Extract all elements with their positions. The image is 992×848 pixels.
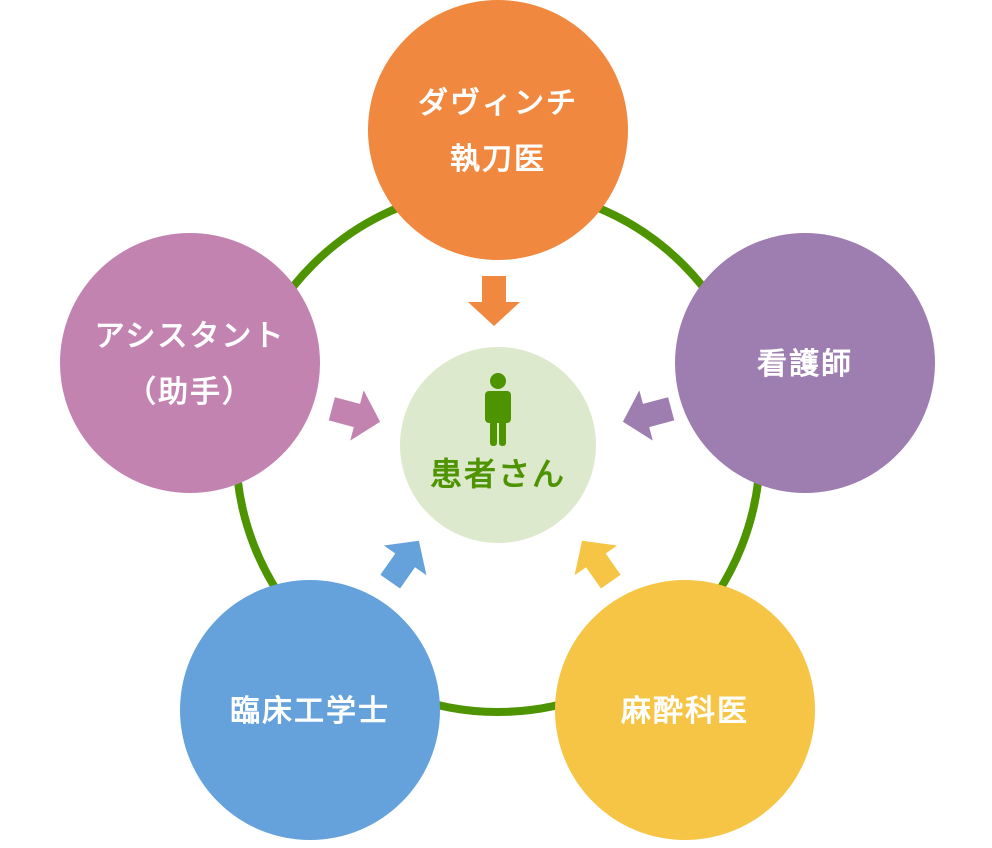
patient-circle	[400, 347, 596, 543]
node-label-surgeon: ダヴィンチ	[418, 86, 578, 121]
node-clinical-engineer: 臨床工学士	[180, 580, 440, 840]
node-label-surgeon: 執刀医	[450, 142, 546, 177]
person-icon	[485, 373, 511, 446]
node-circle-nurse	[675, 233, 935, 493]
node-circle-assistant	[60, 233, 320, 493]
node-circle-clinical-engineer	[180, 580, 440, 840]
arrow-anesthesiologist-to-center	[574, 540, 621, 589]
node-nurse: 看護師	[675, 233, 935, 493]
patient-center: 患者さん	[400, 347, 596, 543]
arrow-clinical-engineer-to-center	[380, 540, 427, 589]
arrow-surgeon-to-center	[468, 276, 520, 326]
node-label-assistant: アシスタント	[95, 319, 286, 354]
node-circle-surgeon	[368, 0, 628, 260]
node-label-clinical-engineer: 臨床工学士	[230, 694, 390, 729]
node-circle-anesthesiologist	[555, 580, 815, 840]
node-assistant: アシスタント （助手）	[60, 233, 320, 493]
arrows-group	[328, 276, 675, 589]
node-label-assistant: （助手）	[126, 375, 254, 410]
node-label-anesthesiologist: 麻酔科医	[621, 694, 749, 729]
arrow-assistant-to-center	[328, 390, 381, 441]
patient-label: 患者さん	[430, 455, 566, 493]
arrow-nurse-to-center	[622, 390, 675, 441]
node-label-nurse: 看護師	[757, 347, 853, 382]
node-anesthesiologist: 麻酔科医	[555, 580, 815, 840]
